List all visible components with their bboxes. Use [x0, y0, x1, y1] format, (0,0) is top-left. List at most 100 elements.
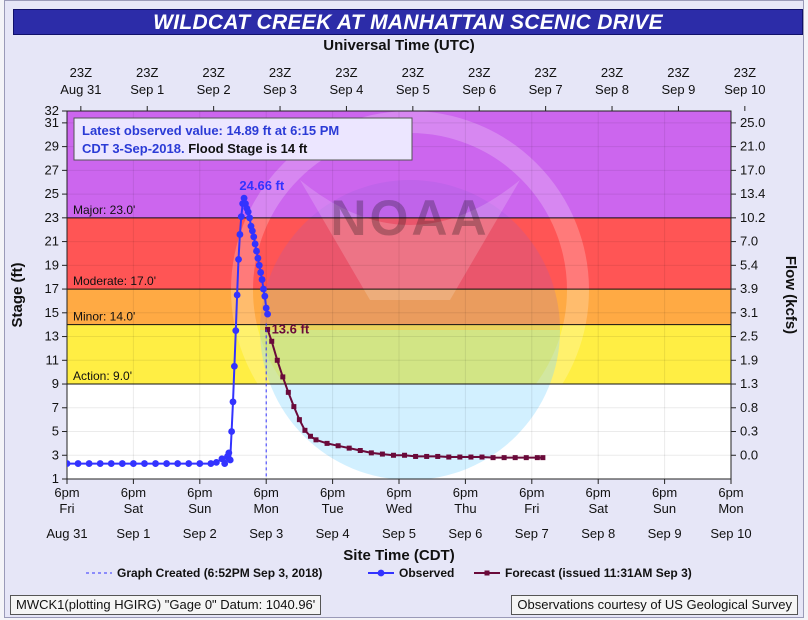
observed-point	[253, 247, 260, 255]
top-tick-date: Sep 8	[595, 82, 629, 97]
observed-point	[118, 460, 126, 467]
y2-tick-label: 1.9	[740, 352, 758, 367]
x-tick-date: Sep 1	[116, 526, 150, 541]
y-tick-label: 5	[52, 424, 59, 439]
flood-band-minor	[67, 324, 731, 385]
observed-point	[67, 460, 71, 467]
observed-point	[251, 240, 259, 248]
top-tick-hour: 23Z	[136, 65, 158, 80]
observed-point	[213, 458, 220, 466]
top-tick-hour: 23Z	[667, 65, 689, 80]
observed-point	[250, 233, 258, 241]
observed-point	[141, 460, 148, 467]
observed-point	[228, 428, 236, 435]
forecast-point	[457, 454, 463, 460]
x-tick-day: Sun	[188, 501, 211, 516]
top-tick-date: Sep 9	[661, 82, 695, 97]
noaa-seal-water	[260, 330, 560, 479]
x-tick-time: 6pm	[718, 485, 743, 500]
observed-point	[240, 194, 248, 202]
x-tick-time: 6pm	[652, 485, 677, 500]
source-note: Observations courtesy of US Geological S…	[511, 595, 798, 615]
y-tick-label: 19	[45, 257, 59, 272]
forecast-point	[265, 326, 271, 332]
top-tick-hour: 23Z	[335, 65, 357, 80]
x-tick-day: Sun	[653, 501, 676, 516]
x-tick-time: 6pm	[586, 485, 611, 500]
forecast-point	[274, 357, 280, 363]
forecast-point	[285, 389, 291, 395]
y-tick-label: 31	[45, 115, 59, 130]
forecast-point	[335, 443, 341, 449]
top-tick-date: Aug 31	[60, 82, 101, 97]
forecast-point	[501, 455, 507, 461]
forecast-point	[302, 427, 308, 433]
observed-point	[196, 460, 204, 467]
observed-point	[235, 255, 242, 263]
x-tick-date: Sep 2	[183, 526, 217, 541]
forecast-value-label: 13.6 ft	[272, 321, 310, 336]
top-tick-hour: 23Z	[70, 65, 92, 80]
forecast-point	[402, 452, 408, 458]
legend-forecast-label: Forecast (issued 11:31AM Sep 3)	[505, 566, 692, 580]
observed-point	[237, 213, 245, 221]
observed-point	[74, 460, 82, 467]
y2-tick-label: 10.2	[740, 210, 765, 225]
forecast-point	[291, 404, 297, 410]
forecast-point	[424, 453, 430, 459]
info-box-bg	[73, 117, 413, 161]
y2-tick-label: 25.0	[740, 115, 765, 130]
y2-tick-label: 3.1	[740, 305, 758, 320]
forecast-point	[479, 454, 485, 460]
observed-point	[207, 460, 215, 467]
top-tick-date: Sep 1	[130, 82, 164, 97]
threshold-label: Minor: 14.0'	[73, 310, 135, 324]
observed-point	[244, 208, 252, 216]
forecast-point	[280, 374, 286, 380]
y-tick-label: 9	[52, 376, 59, 391]
top-tick-hour: 23Z	[534, 65, 556, 80]
top-axis-title: Universal Time (UTC)	[323, 37, 474, 54]
forecast-point	[390, 452, 396, 458]
forecast-point	[368, 450, 374, 456]
x-tick-time: 6pm	[386, 485, 411, 500]
x-tick-time: 6pm	[320, 485, 345, 500]
forecast-point	[468, 454, 474, 460]
observed-point	[248, 227, 256, 235]
observed-point	[152, 460, 159, 467]
peak-label: 24.66 ft	[239, 178, 284, 193]
threshold-label: Moderate: 17.0'	[73, 274, 156, 288]
y-tick-label: 21	[45, 234, 59, 249]
page-title: WILDCAT CREEK AT MANHATTAN SCENIC DRIVE	[13, 9, 803, 35]
top-tick-date: Sep 10	[724, 82, 765, 97]
observed-point	[258, 276, 266, 283]
observed-point	[225, 449, 233, 457]
y-tick-label: 17	[45, 281, 59, 296]
x-tick-time: 6pm	[453, 485, 478, 500]
info-box-line2: CDT 3-Sep-2018. Flood Stage is 14 ft	[82, 141, 308, 156]
y2-axis-title: Flow (kcfs)	[782, 256, 799, 334]
top-tick-date: Sep 4	[329, 82, 363, 97]
observed-point	[107, 460, 115, 467]
forecast-point	[269, 338, 275, 344]
y-tick-label: 15	[45, 305, 59, 320]
x-tick-day: Thu	[454, 501, 476, 516]
forecast-point	[324, 440, 330, 446]
x-tick-date: Sep 3	[249, 526, 283, 541]
y2-tick-label: 3.9	[740, 281, 758, 296]
x-tick-date: Sep 10	[710, 526, 751, 541]
observed-point	[229, 398, 237, 406]
observed-point	[185, 460, 193, 467]
y-tick-label: 27	[45, 162, 59, 177]
observed-point	[262, 304, 270, 312]
y-tick-label: 23	[45, 210, 59, 225]
forecast-point	[413, 453, 419, 459]
legend-observed-label: Observed	[399, 566, 454, 580]
forecast-point	[512, 455, 518, 461]
top-tick-hour: 23Z	[601, 65, 623, 80]
latest-observed-box: Latest observed value: 14.89 ft at 6:15 …	[73, 117, 413, 161]
forecast-point	[523, 455, 529, 461]
x-tick-date: Sep 6	[448, 526, 482, 541]
observed-point	[130, 460, 137, 467]
